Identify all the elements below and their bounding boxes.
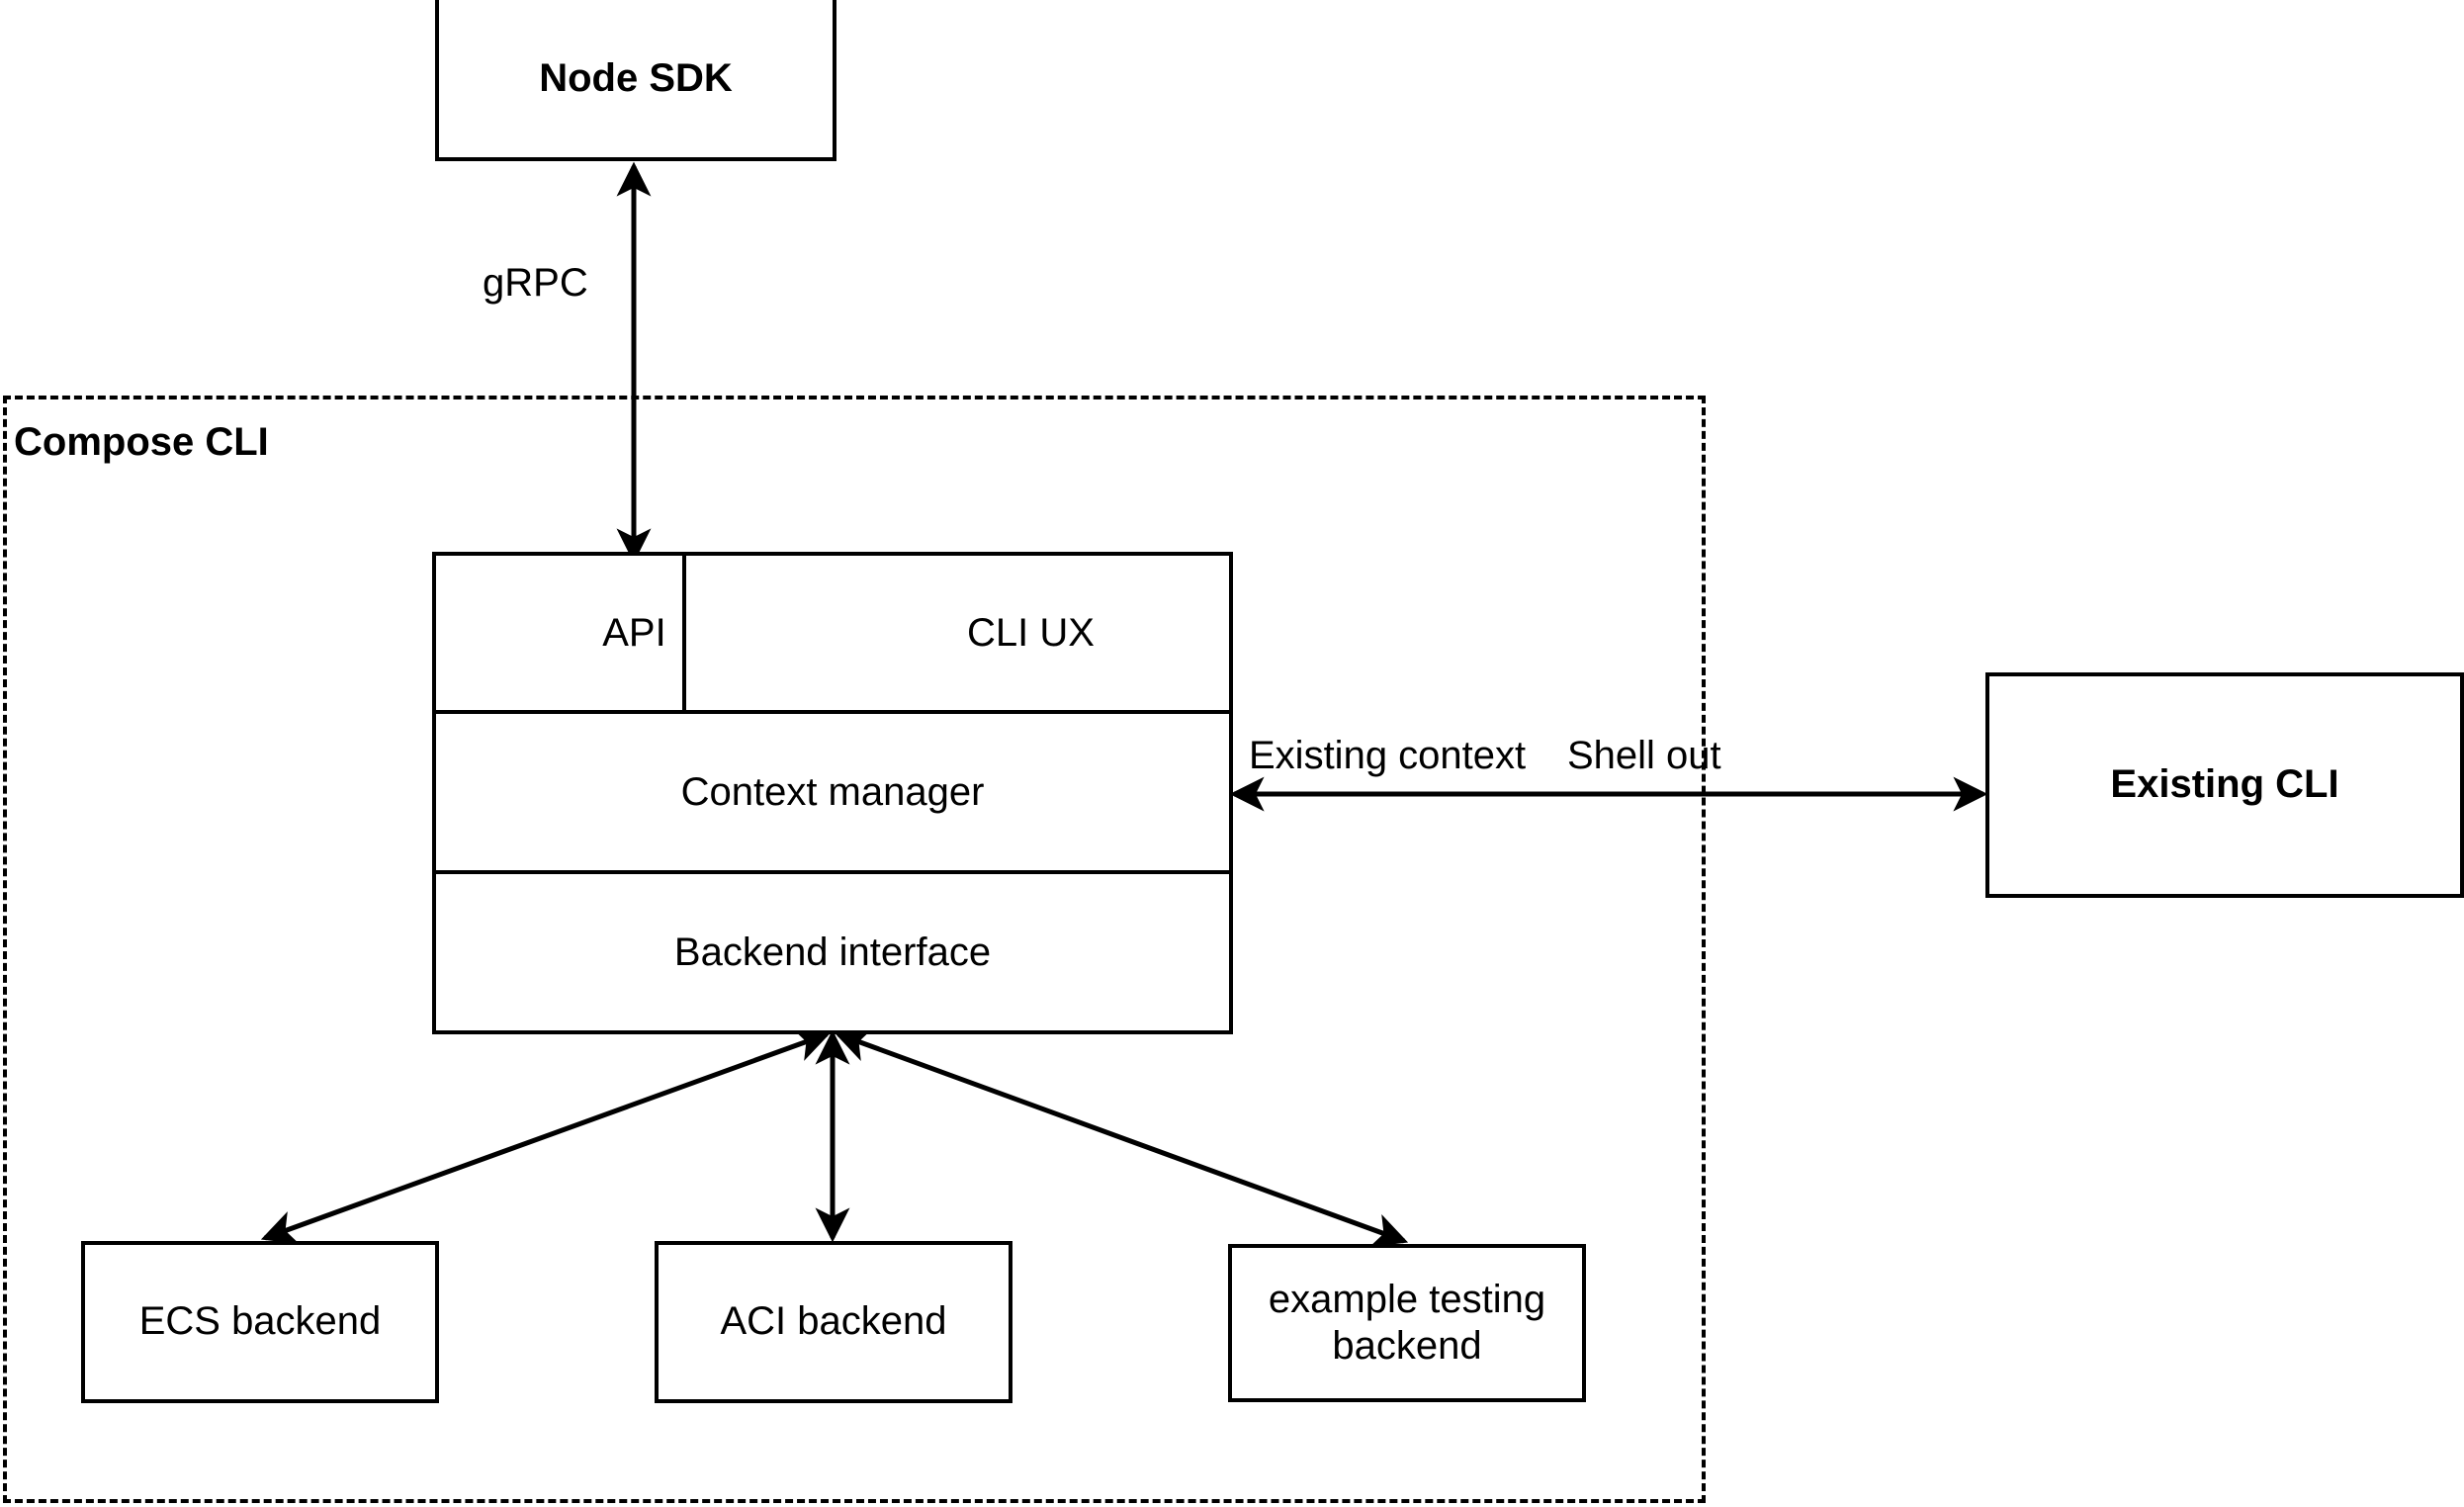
backend-interface-row[interactable]: Backend interface (436, 874, 1229, 1030)
edge-label-existing-context: Existing context (1249, 734, 1527, 777)
cli-ux-cell[interactable]: CLI UX (833, 556, 1229, 710)
node-sdk-box[interactable]: Node SDK (435, 0, 836, 161)
stack-row-api: API CLI UX (436, 556, 1229, 710)
cli-ux-label: CLI UX (967, 610, 1095, 655)
compose-cli-stack: API CLI UX Context manager Backend inter… (432, 552, 1233, 1034)
aci-backend-label: ACI backend (720, 1299, 947, 1344)
backend-interface-label: Backend interface (673, 930, 992, 974)
connector-backend-ecs (260, 1027, 832, 1245)
edge-label-shell-out: Shell out (1567, 734, 1721, 777)
compose-cli-group-label: Compose CLI (14, 420, 269, 464)
example-testing-backend-label-line2: backend (1332, 1324, 1482, 1368)
example-testing-backend-label-line1: example testing (1268, 1277, 1546, 1321)
api-label: API (602, 610, 666, 655)
ecs-backend-label: ECS backend (138, 1299, 382, 1344)
api-cliux-divider (682, 556, 686, 710)
api-cell[interactable]: API (436, 556, 833, 710)
existing-cli-box[interactable]: Existing CLI (1985, 672, 2464, 898)
edge-label-grpc: gRPC (483, 261, 588, 305)
stack-divider-2 (436, 870, 1229, 874)
existing-cli-label: Existing CLI (2110, 762, 2339, 807)
context-manager-row[interactable]: Context manager (436, 714, 1229, 870)
ecs-backend-box[interactable]: ECS backend (81, 1241, 439, 1403)
aci-backend-box[interactable]: ACI backend (655, 1241, 1012, 1403)
context-manager-label: Context manager (680, 769, 985, 814)
connector-backend-example (834, 1028, 1409, 1247)
stack-divider-1 (436, 710, 1229, 714)
compose-cli-group-frame (3, 396, 1706, 1503)
example-testing-backend-box[interactable]: example testing backend (1228, 1244, 1586, 1402)
node-sdk-label: Node SDK (539, 55, 733, 100)
